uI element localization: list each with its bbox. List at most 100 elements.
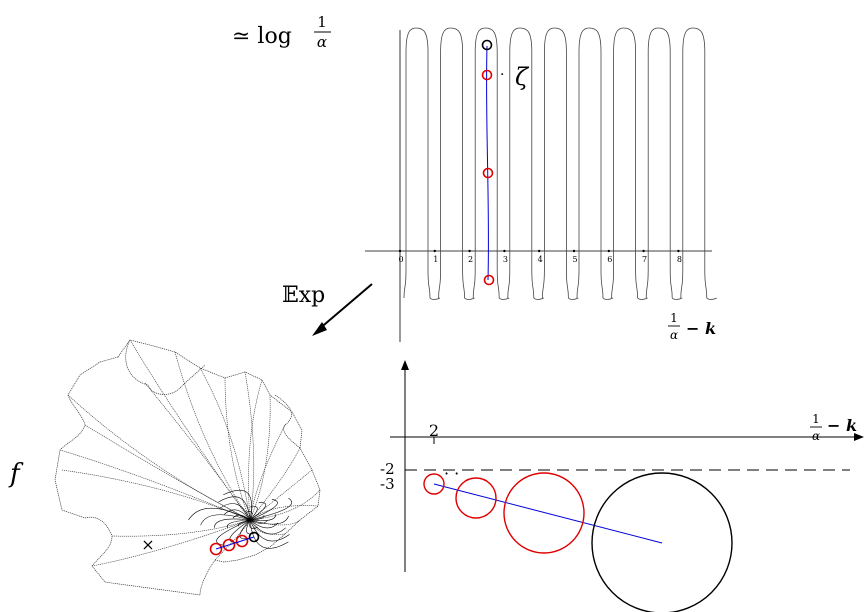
hub-curve (249, 506, 258, 521)
finger-curves (403, 27, 717, 300)
top-tick-mark (398, 249, 402, 253)
top-tick-label: 2 (468, 255, 473, 264)
small-red-circle-2 (222, 538, 236, 552)
br-black-circle (591, 472, 733, 612)
finger-curve (472, 27, 510, 300)
hub-curve (237, 519, 251, 527)
top-tick-label: 8 (677, 255, 682, 264)
br-red-circle-2 (455, 477, 497, 519)
hub-curve (226, 519, 251, 529)
br-blue-line (433, 483, 663, 544)
finger-curve (576, 27, 614, 300)
fan-curve (224, 377, 251, 521)
top-tick-label: 0 (398, 255, 403, 264)
log-label: ≃ log (232, 24, 292, 49)
top-tick-mark (503, 249, 506, 253)
br-tick-2: 2 (429, 421, 439, 440)
hub-curve (249, 515, 289, 525)
hub-curve (216, 519, 251, 546)
top-axis-suffix: − k (686, 319, 716, 338)
fan-curve (249, 519, 301, 526)
br-axis-suffix: − k (827, 416, 857, 435)
zeta-dot: · (500, 67, 504, 83)
red-circle-zeta (481, 69, 493, 81)
finger-curve (542, 27, 579, 300)
hub-curve (245, 511, 253, 521)
zeta-label: ζ (515, 63, 530, 91)
br-red-circle-3 (503, 472, 585, 554)
log-frac-numerator: 1 (317, 13, 327, 31)
black-circle-top (481, 39, 493, 51)
tick-neg2: -2 (380, 460, 395, 478)
fan-curve (129, 339, 251, 521)
top-axis-frac-numerator: 1 (670, 311, 678, 325)
top-tick-label: 1 (433, 255, 438, 264)
hub-curve (218, 496, 251, 521)
small-black-circle (248, 531, 260, 543)
domain-boundary (54, 339, 321, 596)
fan-curve (61, 469, 251, 521)
bottom-right-panel: 2 -2 -3 · · 1 α − k (380, 360, 864, 612)
hub-curve (188, 507, 251, 521)
hub-curve (249, 519, 289, 549)
exp-arrow-head (312, 322, 327, 336)
log-frac-denominator: α (317, 33, 327, 51)
fan-curve (249, 505, 319, 521)
hub-curve (249, 519, 258, 529)
top-tick-label: 3 (503, 255, 508, 264)
fan-curve (91, 519, 251, 567)
fan-curve (249, 469, 313, 521)
top-tick-label: 7 (642, 255, 647, 264)
fan-curve (244, 371, 255, 521)
hub-curve (249, 497, 292, 521)
red-circle-middle (482, 167, 494, 179)
br-red-circle-1 (423, 473, 445, 495)
top-tick-mark (433, 249, 436, 253)
hub-curve (249, 498, 278, 521)
fan-curve (84, 424, 251, 521)
hub-curve (249, 519, 268, 524)
top-tick-label: 6 (607, 255, 612, 264)
top-tick-label: 5 (572, 255, 577, 264)
br-axis-frac-denominator: α (812, 429, 820, 443)
f-label: f (8, 459, 24, 489)
exp-arrow-shaft (317, 283, 373, 331)
small-red-circle-3 (235, 534, 249, 548)
br-axis-frac-numerator: 1 (812, 412, 820, 426)
top-tick-mark (572, 249, 576, 253)
hub-curve (200, 514, 251, 526)
finger-curve (645, 27, 683, 300)
fan-curves (59, 339, 321, 567)
fan-curve (59, 449, 251, 521)
top-tick-mark (538, 249, 541, 253)
fan-curve (248, 379, 263, 521)
top-axis-frac-denominator: α (670, 328, 678, 342)
br-vertical-arrowhead (401, 360, 409, 370)
hub-curve (232, 514, 251, 521)
exp-label: 𝔼xp (282, 283, 325, 308)
fan-curve (111, 519, 251, 537)
hub-curve (246, 519, 257, 535)
finger-curve (438, 27, 475, 300)
hub-curve (218, 503, 251, 521)
fan-curve (174, 351, 251, 521)
hub-curve (224, 509, 251, 521)
br-horizontal-arrowhead (854, 433, 864, 441)
top-tick-mark (468, 249, 471, 253)
exp-arrow-group: 𝔼xp (282, 283, 373, 336)
fan-curve (249, 489, 321, 521)
finger-curve (507, 27, 544, 300)
cross-mark: × (141, 535, 154, 554)
fan-curve (144, 382, 251, 521)
top-tick-mark (677, 249, 680, 253)
hub-curve (214, 518, 251, 528)
dots: · · (444, 464, 459, 483)
finger-curve (403, 27, 441, 300)
hub-curve (249, 502, 267, 521)
top-tick-mark (642, 249, 645, 253)
hub-curve (249, 519, 279, 529)
